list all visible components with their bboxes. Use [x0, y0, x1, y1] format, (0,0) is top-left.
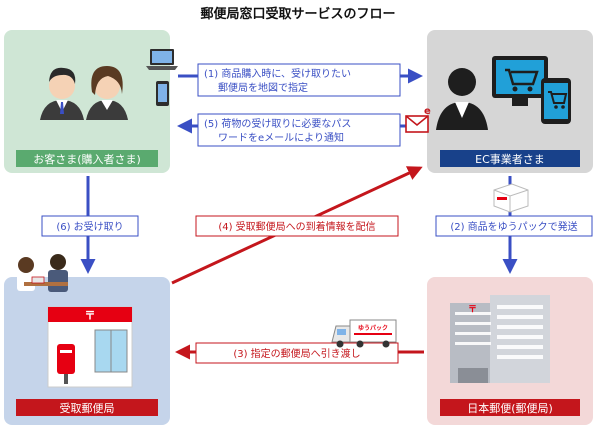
step2-label: (2) 商品をゆうパックで発送 — [435, 215, 593, 237]
truck-logo: ゆうパック — [358, 324, 388, 332]
counter-staff-icon — [17, 254, 68, 292]
customer-label-bar — [16, 150, 158, 167]
japan-post-building-icon: 〒 — [450, 295, 550, 383]
step5-text-line1: (5) 荷物の受け取りに必要なパス — [204, 117, 351, 130]
step1-label: (1) 商品購入時に、受け取りたい 郵便局を地図で指定 — [197, 63, 401, 97]
customer-panel — [4, 30, 170, 173]
pickup-label: 受取郵便局 — [60, 402, 115, 415]
laptop-icon — [146, 49, 178, 70]
step6-text: (6) お受け取り — [56, 221, 123, 233]
japanpost-node: 〒 日本郵便(郵便局) — [427, 277, 593, 425]
step5-label: (5) 荷物の受け取りに必要なパス ワードをeメールにより通知 — [197, 113, 401, 147]
japanpost-label: 日本郵便(郵便局) — [467, 401, 553, 415]
parcel-box-icon — [493, 183, 529, 213]
pickup-node: 〒 受取郵便局 — [4, 254, 170, 425]
ec-label: EC事業者さま — [475, 153, 545, 166]
customer-people-icon — [40, 66, 128, 120]
step1-text-line2: 郵便局を地図で指定 — [218, 81, 308, 94]
svg-text:〒: 〒 — [85, 309, 96, 322]
email-icon-letter: e — [424, 106, 431, 117]
customer-node: お客さま(購入者さま) — [4, 30, 178, 173]
ec-node: EC事業者さま — [427, 30, 593, 173]
pickup-label-bar — [16, 399, 158, 416]
ec-panel — [427, 30, 593, 173]
japanpost-label-bar — [440, 399, 580, 416]
ec-label-bar — [440, 150, 580, 167]
step3-text: (3) 指定の郵便局へ引き渡し — [233, 347, 360, 360]
tablet-shop-icon — [541, 78, 571, 124]
customer-label: お客さま(購入者さま) — [33, 152, 141, 166]
svg-text:〒: 〒 — [468, 305, 477, 315]
email-icon: e — [405, 106, 431, 133]
step1-text-line1: (1) 商品購入時に、受け取りたい — [204, 67, 351, 80]
step4-label: (4) 受取郵便局への到着情報を配信 — [195, 215, 399, 237]
diagram-title: 郵便局窓口受取サービスのフロー — [200, 6, 395, 22]
pickup-post-office-icon: 〒 — [47, 306, 133, 388]
step2-text: (2) 商品をゆうパックで発送 — [450, 220, 577, 233]
step5-text-line2: ワードをeメールにより通知 — [218, 131, 344, 144]
step4-text: (4) 受取郵便局への到着情報を配信 — [218, 220, 375, 233]
ec-operator-icon — [436, 68, 488, 130]
online-shop-monitor-icon — [492, 56, 548, 106]
step3-label: (3) 指定の郵便局へ引き渡し — [195, 342, 399, 364]
step6-label: (6) お受け取り — [41, 215, 139, 237]
delivery-truck-icon: ゆうパック — [331, 319, 397, 348]
smartphone-icon — [156, 81, 169, 106]
